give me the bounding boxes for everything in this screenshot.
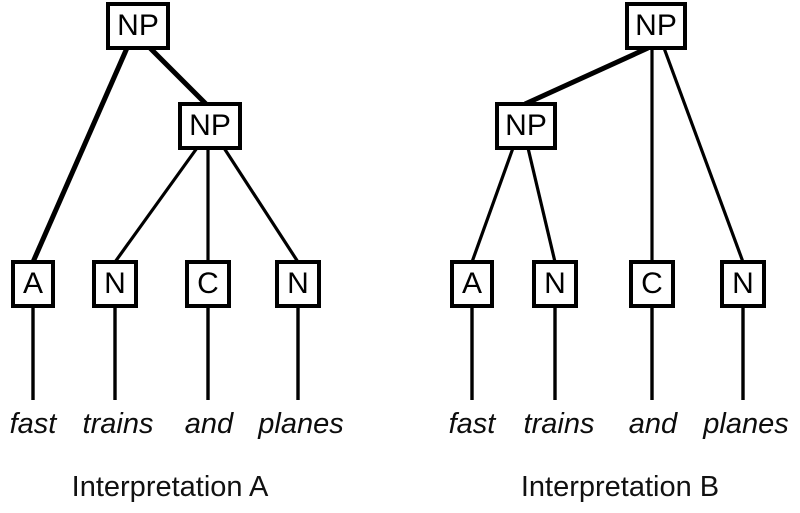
node-label-C: C xyxy=(197,267,219,300)
node-label-subNP: NP xyxy=(505,109,547,142)
word-label-and: and xyxy=(629,408,678,440)
tree-edge-subNP-to-N1 xyxy=(113,147,199,263)
tree-edge-subNP-to-N1 xyxy=(526,147,557,263)
word-label-planes: planes xyxy=(257,408,343,440)
node-box-np-subNP xyxy=(178,102,242,150)
node-box-n-N1 xyxy=(532,260,578,308)
node-box-a-A xyxy=(11,260,55,308)
node-label-N2: N xyxy=(732,267,754,300)
node-label-rootNP: NP xyxy=(635,9,677,42)
node-box-n-N2 xyxy=(720,260,766,308)
word-label-fast: fast xyxy=(449,408,498,440)
node-label-subNP: NP xyxy=(189,109,231,142)
tree-edge-rootNP-to-subNP xyxy=(523,45,650,107)
node-box-c-C xyxy=(629,260,675,308)
node-label-rootNP: NP xyxy=(117,9,159,42)
caption-interpretation-a: Interpretation A xyxy=(72,471,269,503)
node-label-C: C xyxy=(641,267,663,300)
node-box-np-subNP xyxy=(495,102,557,150)
word-label-planes: planes xyxy=(702,408,788,440)
node-box-np-rootNP xyxy=(625,2,687,50)
node-box-a-A xyxy=(450,260,494,308)
node-label-N2: N xyxy=(287,267,309,300)
word-label-fast: fast xyxy=(10,408,59,440)
node-label-A: A xyxy=(23,267,43,300)
tree-edge-rootNP-to-subNP xyxy=(148,46,208,106)
caption-interpretation-b: Interpretation B xyxy=(521,471,719,503)
node-box-c-C xyxy=(185,260,231,308)
tree-edge-rootNP-to-N2 xyxy=(662,47,745,263)
tree-edge-subNP-to-N2 xyxy=(222,147,300,263)
node-box-n-N1 xyxy=(92,260,138,308)
node-box-n-N2 xyxy=(275,260,321,308)
node-label-N1: N xyxy=(544,267,566,300)
node-label-A: A xyxy=(462,267,482,300)
node-box-np-rootNP xyxy=(106,2,170,50)
word-label-trains: trains xyxy=(83,408,154,440)
node-label-N1: N xyxy=(104,267,126,300)
tree-edge-subNP-to-A xyxy=(470,147,515,263)
tree-edge-rootNP-to-A xyxy=(30,46,130,264)
word-label-trains: trains xyxy=(524,408,595,440)
word-label-and: and xyxy=(185,408,234,440)
